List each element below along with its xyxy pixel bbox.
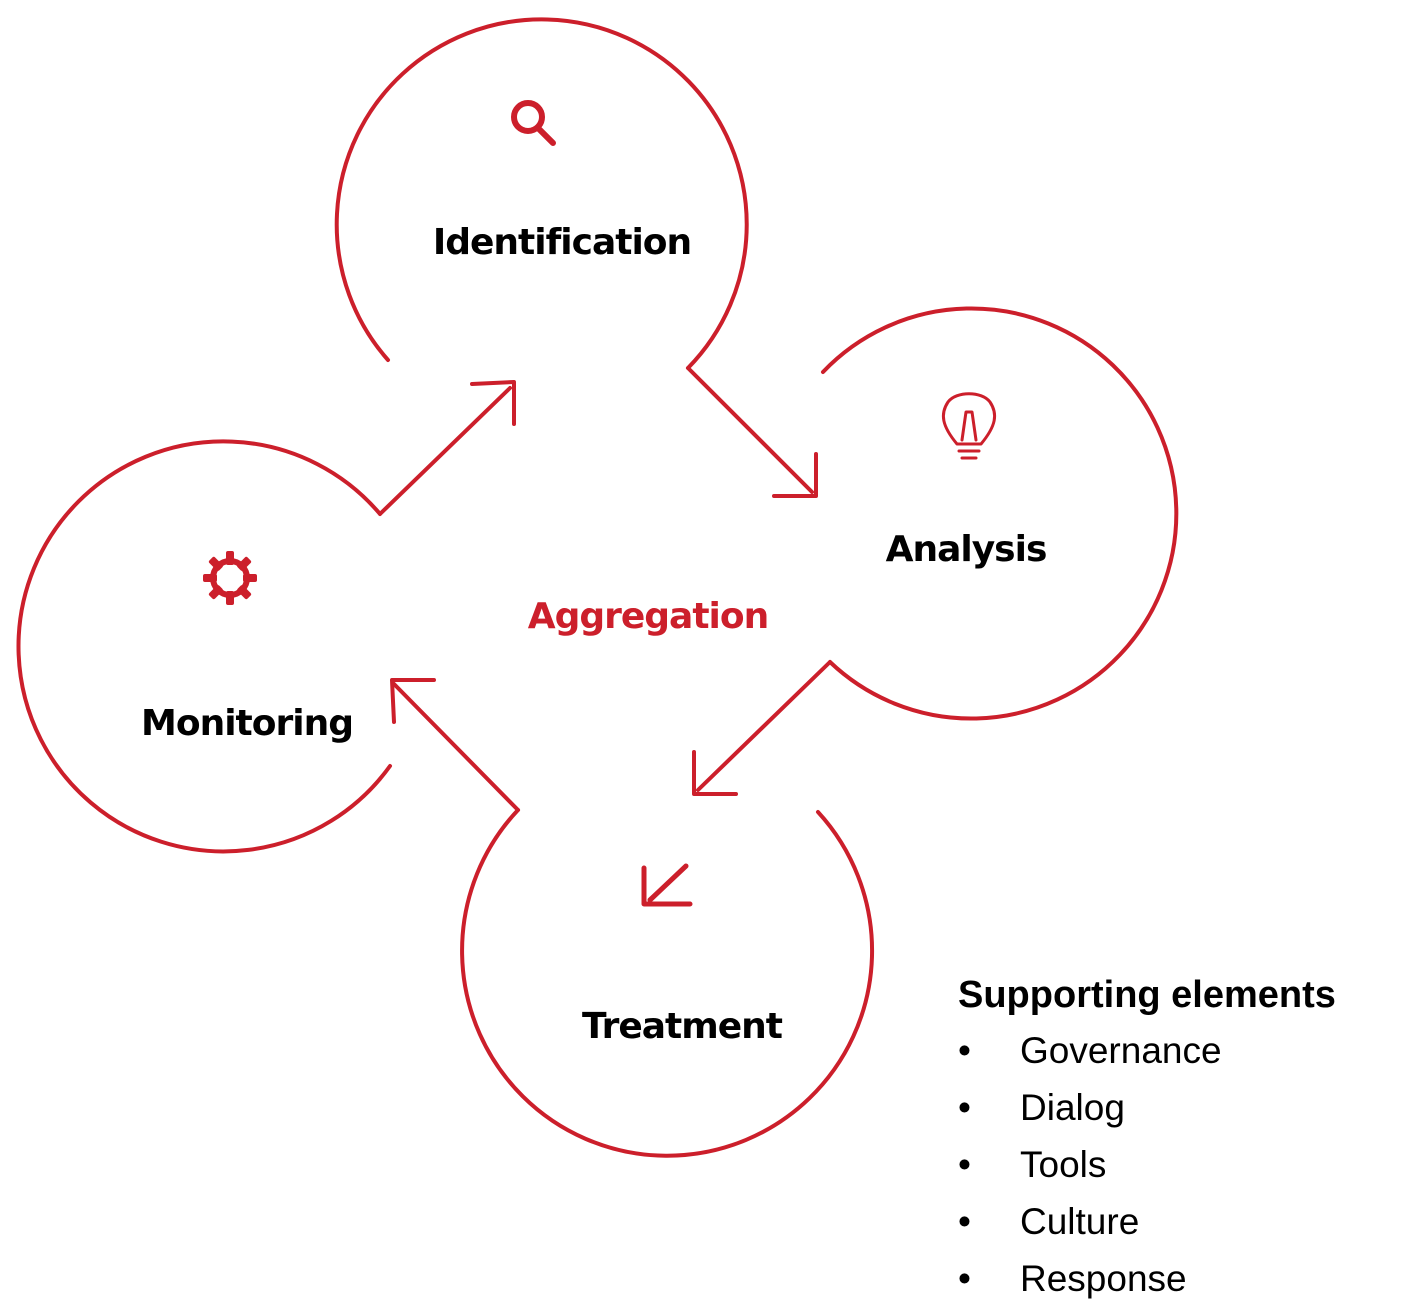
center-label: Aggregation — [528, 596, 769, 637]
treatment-circle — [460, 808, 875, 1158]
stage-label-analysis: Analysis — [886, 529, 1047, 570]
identification-circle — [334, 17, 749, 370]
arrowhead-to-analysis — [772, 452, 818, 498]
bullet: • — [958, 1144, 971, 1185]
list-item: • Dialog — [958, 1079, 1398, 1136]
arrowhead-to-monitoring — [390, 678, 436, 724]
bullet: • — [958, 1201, 971, 1242]
lightbulb-icon — [941, 392, 997, 460]
list-item-label: Culture — [1020, 1201, 1140, 1242]
list-item-label: Tools — [1020, 1144, 1107, 1185]
bullet: • — [958, 1030, 971, 1071]
list-item-label: Response — [1020, 1258, 1187, 1299]
analysis-circle — [821, 306, 1179, 721]
trend-down-icon — [641, 863, 693, 907]
stage-label-monitoring: Monitoring — [141, 703, 353, 744]
arrow-analysis-to-treatment — [696, 660, 832, 792]
list-item-label: Governance — [1020, 1030, 1222, 1071]
list-item: • Culture — [958, 1193, 1398, 1250]
arrowhead-to-identification — [470, 380, 516, 426]
monitoring-circle — [16, 439, 392, 854]
list-item: • Governance — [958, 1022, 1398, 1079]
list-item: • Response — [958, 1250, 1398, 1307]
arrow-monitoring-to-identification — [378, 386, 512, 516]
stage-label-identification: Identification — [433, 222, 691, 263]
supporting-elements-panel: Supporting elements • Governance • Dialo… — [958, 968, 1398, 1307]
arrow-treatment-to-monitoring — [392, 682, 520, 812]
arrowhead-to-treatment — [692, 750, 738, 796]
search-icon — [511, 100, 556, 146]
gear-icon — [203, 551, 257, 605]
list-item-label: Dialog — [1020, 1087, 1125, 1128]
arrow-identification-to-analysis — [686, 366, 814, 494]
supporting-elements-list: • Governance • Dialog • Tools • Culture … — [958, 1022, 1398, 1307]
list-item: • Tools — [958, 1136, 1398, 1193]
bullet: • — [958, 1258, 971, 1299]
bullet: • — [958, 1087, 971, 1128]
stage-label-treatment: Treatment — [582, 1006, 783, 1047]
supporting-elements-title: Supporting elements — [958, 974, 1336, 1016]
